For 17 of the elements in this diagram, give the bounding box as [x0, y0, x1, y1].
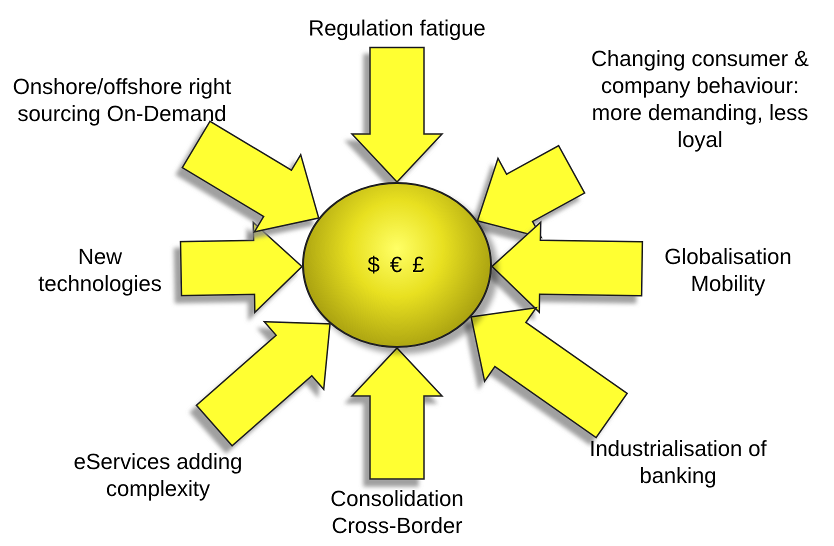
block-arrow: [181, 120, 320, 233]
factor-label: Consolidation Cross-Border: [297, 485, 497, 539]
block-arrow: [476, 144, 586, 238]
block-arrow: [470, 306, 628, 439]
block-arrow: [490, 220, 644, 314]
block-arrow: [350, 346, 444, 480]
factor-label: Onshore/offshore right sourcing On-Demand: [12, 73, 232, 127]
factor-label: Changing consumer & company behaviour: more demanding, less loyal: [580, 45, 820, 153]
block-arrow: [180, 220, 304, 314]
factor-label: New technologies: [25, 243, 175, 297]
block-arrow: [195, 320, 331, 447]
factor-label: Industrialisation of banking: [578, 435, 778, 489]
block-arrow: [350, 46, 444, 184]
factor-label: Globalisation Mobility: [648, 243, 808, 297]
currency-symbols: $ € £: [368, 252, 426, 278]
factor-label: eServices adding complexity: [53, 448, 263, 502]
factor-label: Regulation fatigue: [277, 14, 517, 42]
